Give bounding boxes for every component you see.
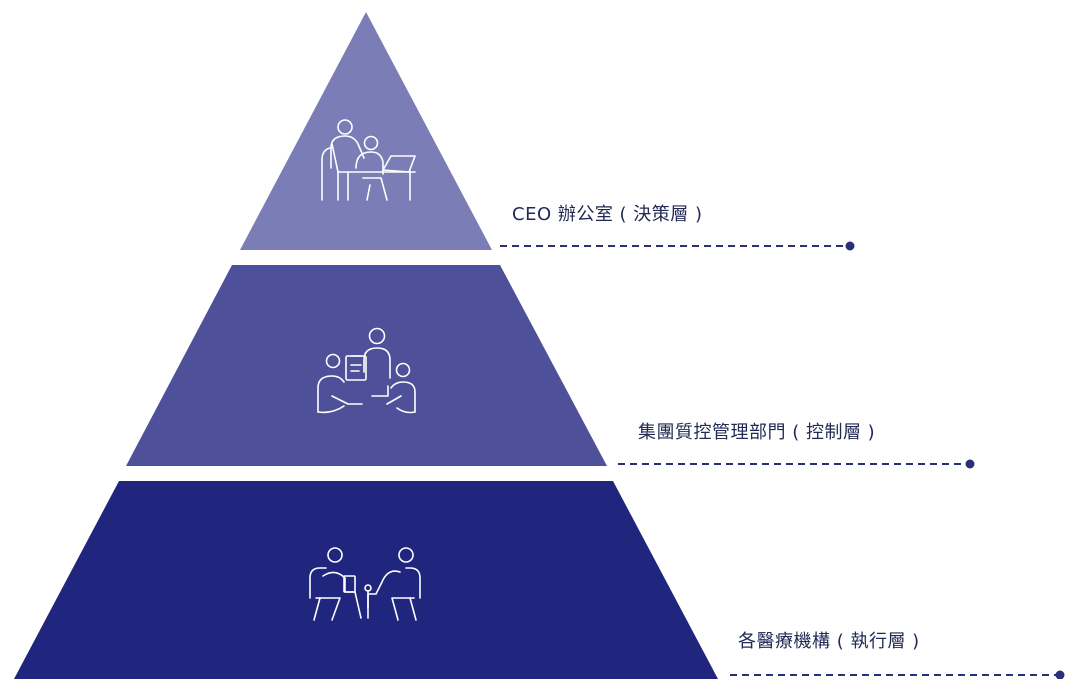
- tier-bottom-label: 各醫療機構 ( 執行層 ): [738, 631, 920, 652]
- connector-bottom-dot: [1055, 670, 1065, 679]
- consultation-icon: [309, 547, 421, 621]
- connector-bottom: [730, 670, 1065, 679]
- connector-middle-dot: [965, 459, 975, 469]
- tier-top-label: CEO 辦公室 ( 決策層 ): [512, 204, 703, 225]
- meeting-at-desk-icon: [321, 119, 416, 201]
- team-review-icon: [317, 327, 416, 414]
- connector-top-dot: [845, 241, 855, 251]
- tier-top-shape: [240, 12, 492, 250]
- connector-middle: [618, 459, 975, 469]
- tier-bottom-shape: [14, 481, 718, 679]
- tier-middle-label: 集團質控管理部門 ( 控制層 ): [638, 422, 876, 443]
- connector-top: [500, 241, 855, 251]
